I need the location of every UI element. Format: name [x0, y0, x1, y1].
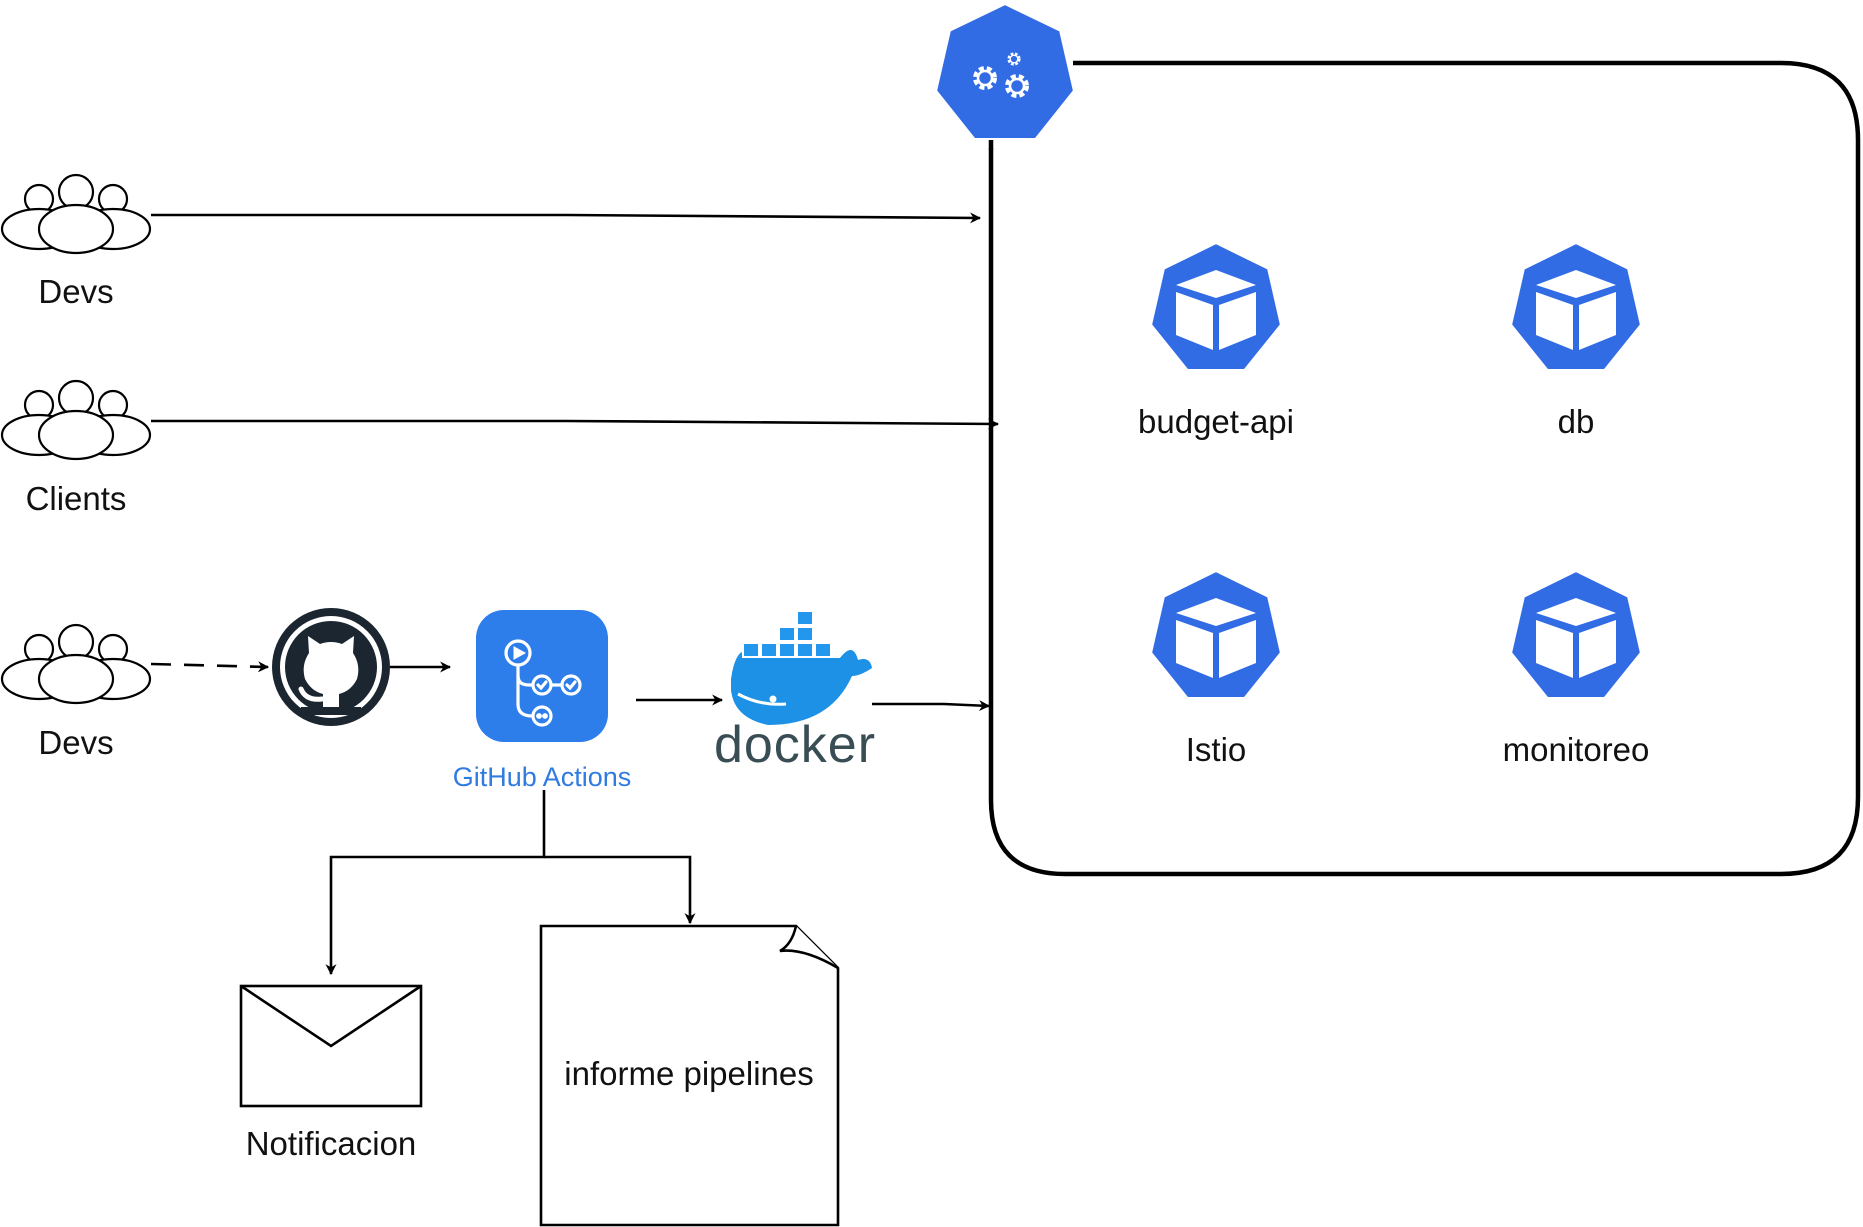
devs-bottom-people-icon [0, 623, 152, 705]
email-icon [239, 984, 423, 1108]
k8s-control-plane-icon [932, 0, 1078, 142]
github-icon [272, 608, 390, 726]
budget-api-label: budget-api [1138, 403, 1294, 440]
report-document-icon [539, 924, 840, 1227]
github-actions-icon [476, 610, 608, 742]
db-label: db [1557, 403, 1595, 440]
istio-label: Istio [1185, 731, 1247, 768]
actions-to-report-arrow [544, 855, 696, 925]
docker-wordmark: docker [714, 716, 876, 774]
clients-people-icon [0, 379, 152, 461]
db-pod-icon [1508, 240, 1644, 373]
devs-to-cluster-arrow [151, 212, 982, 224]
report-label: informe pipelines [564, 1055, 814, 1092]
clients-to-cluster-arrow [151, 418, 1000, 430]
devs-bottom-label: Devs [38, 724, 114, 761]
docker-icon: docker [714, 610, 876, 774]
devs-top-people-icon [0, 173, 152, 255]
devs-to-github-arrow [150, 661, 270, 673]
notification-label: Notificacion [245, 1125, 417, 1162]
devs-top-label: Devs [38, 273, 114, 310]
budget-api-pod-icon [1148, 240, 1284, 373]
monitoreo-label: monitoreo [1502, 731, 1650, 768]
cluster-boundary [988, 60, 1861, 877]
docker-to-cluster-arrow [872, 700, 991, 712]
actions-to-notification-arrow [325, 790, 546, 976]
clients-label: Clients [25, 480, 127, 517]
monitoreo-pod-icon [1508, 568, 1644, 701]
istio-pod-icon [1148, 568, 1284, 701]
github-actions-label: GitHub Actions [452, 762, 632, 792]
